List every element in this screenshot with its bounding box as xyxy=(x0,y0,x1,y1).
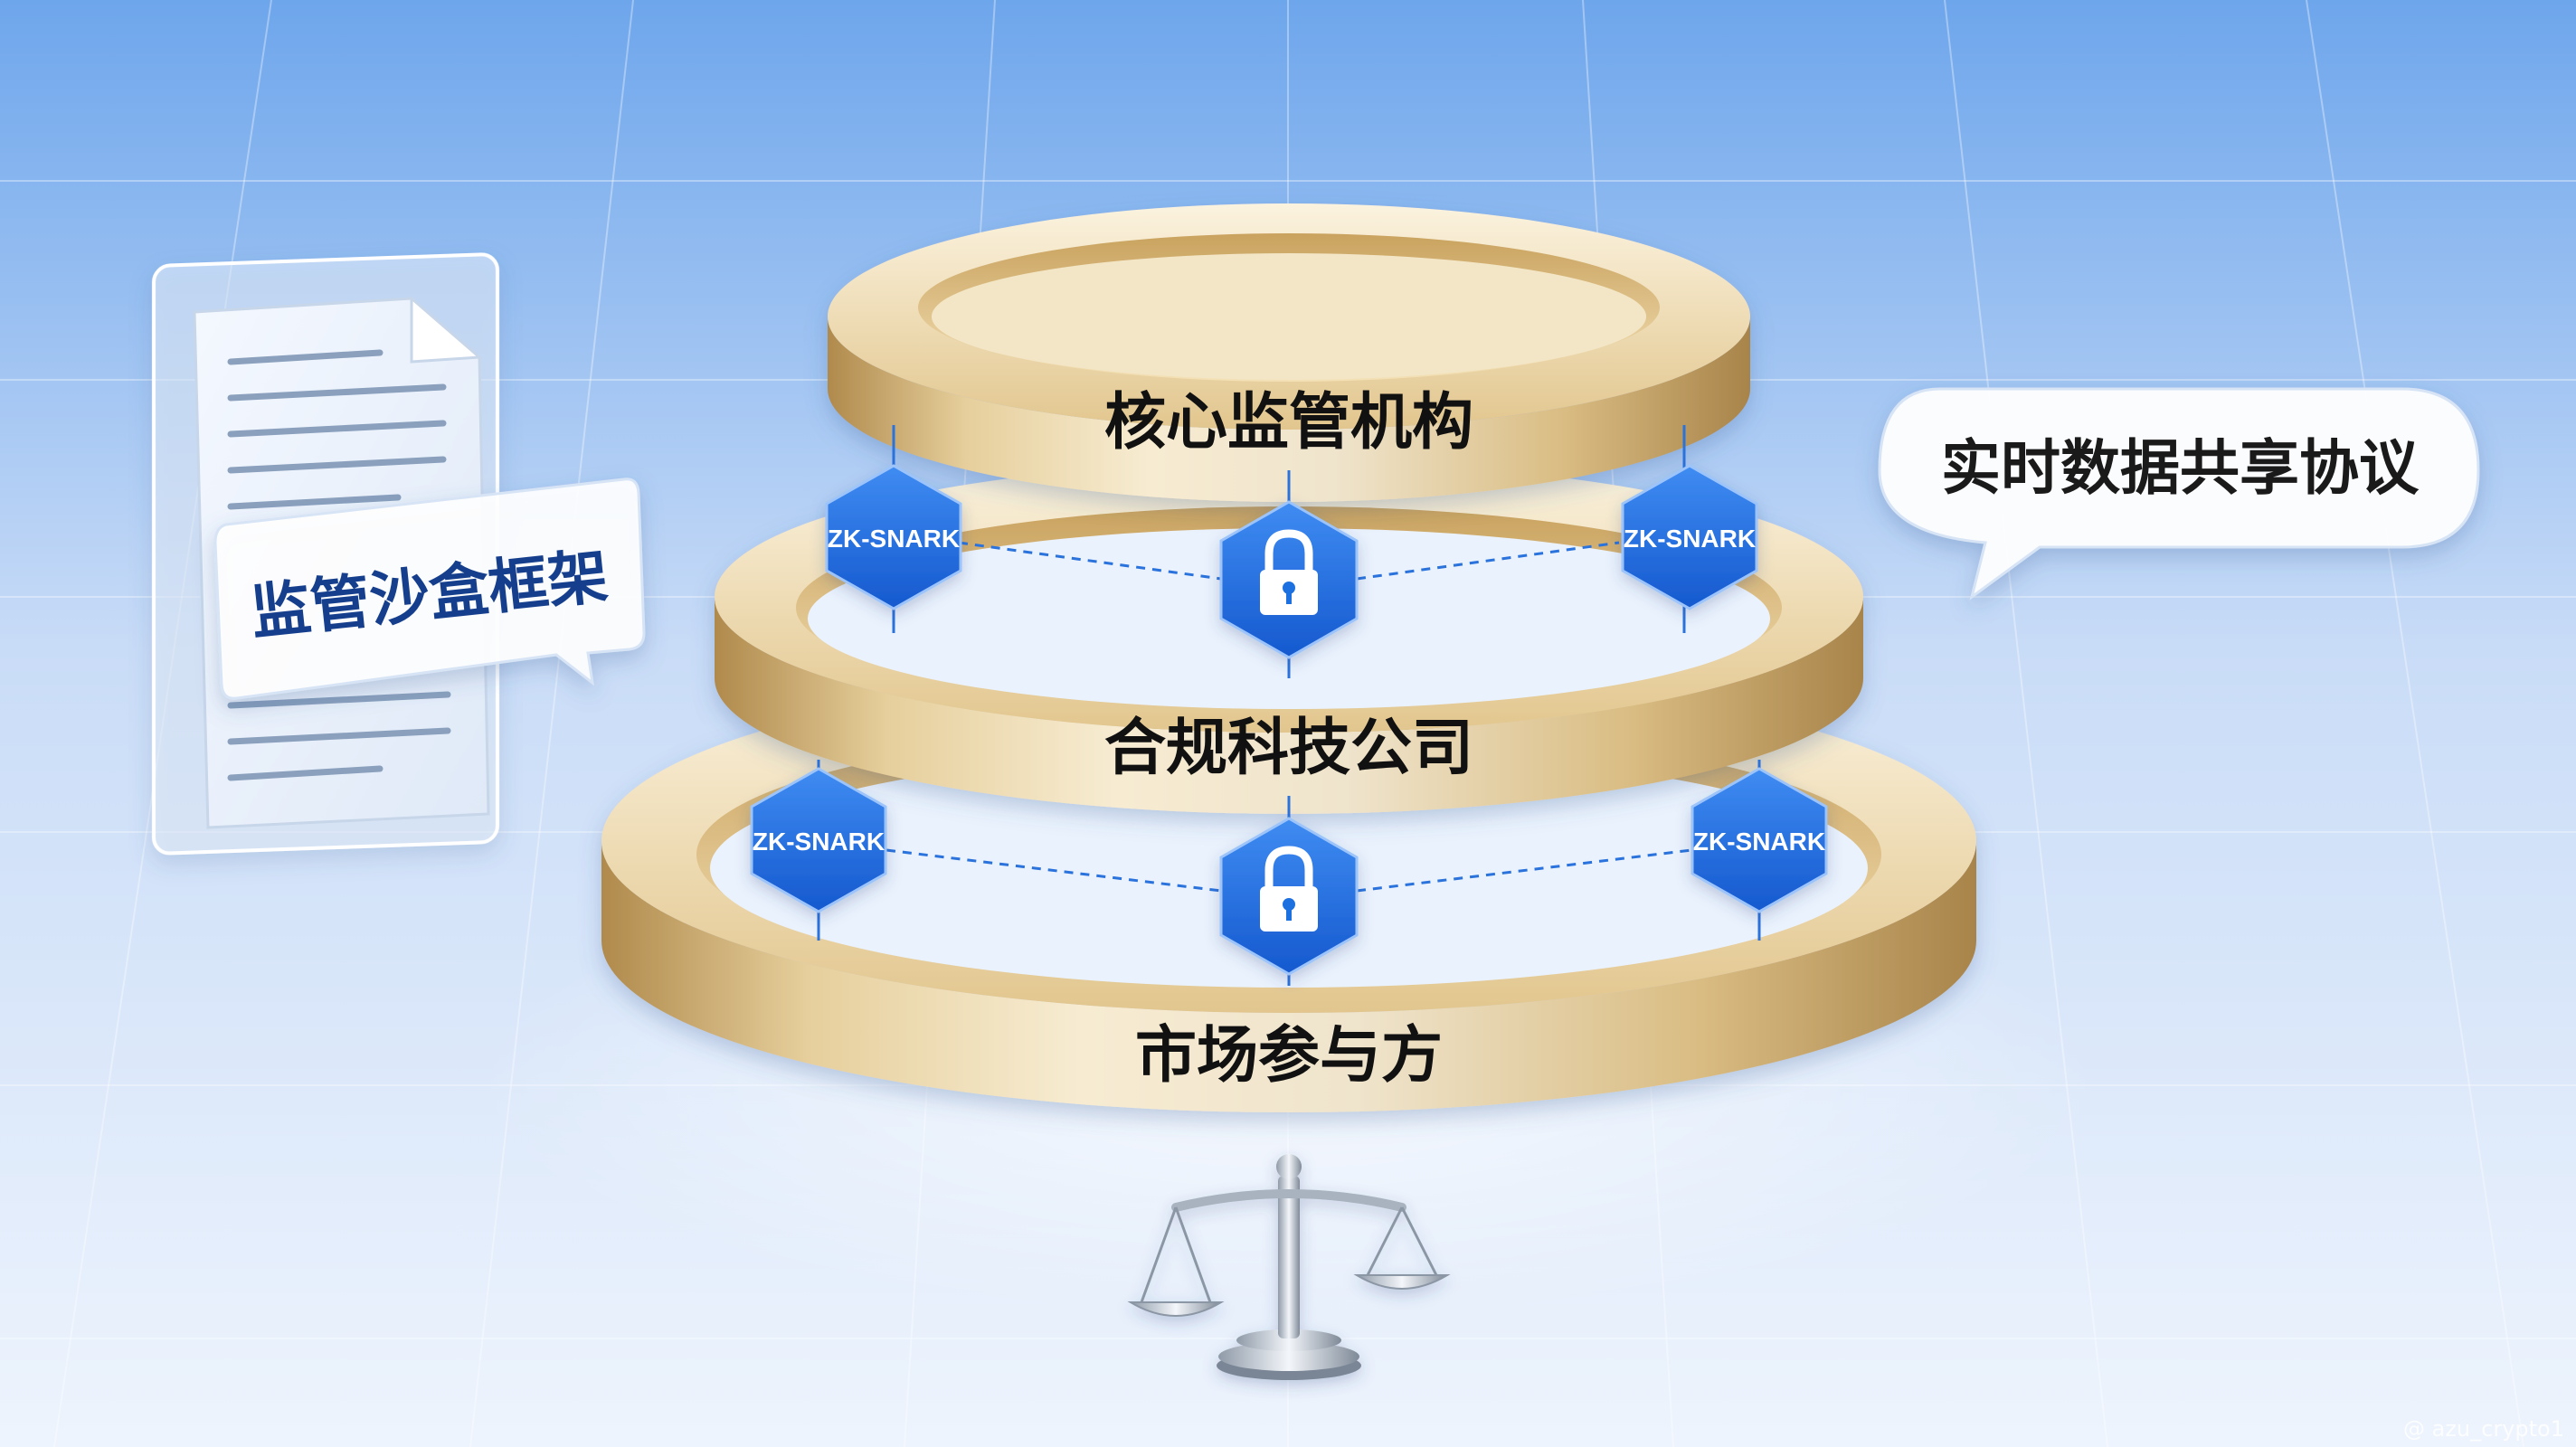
lock-icon xyxy=(1260,846,1318,932)
lock-icon xyxy=(1260,529,1318,615)
zk-badge-bottom-right: ZK-SNARK xyxy=(1690,767,1828,913)
left-callout xyxy=(213,478,646,700)
watermark: @ azu_crypto1 xyxy=(2403,1416,2564,1442)
scales-of-justice-icon xyxy=(1127,1154,1451,1380)
lock-badge-lower xyxy=(1219,817,1359,976)
zk-badge-bottom-left: ZK-SNARK xyxy=(750,767,887,913)
zk-badge-label: ZK-SNARK xyxy=(753,828,885,856)
zk-badge-label: ZK-SNARK xyxy=(1693,828,1825,856)
middle-layer-label: 合规科技公司 xyxy=(1104,713,1473,784)
zk-badge-top-left: ZK-SNARK xyxy=(825,464,962,610)
right-callout-label: 实时数据共享协议 xyxy=(1941,433,2420,503)
top-layer-label: 核心监管机构 xyxy=(1104,387,1473,459)
right-callout xyxy=(1878,387,2480,601)
zk-badge-top-right: ZK-SNARK xyxy=(1621,464,1758,610)
top-ring xyxy=(828,203,1750,502)
bottom-layer-label: 市场参与方 xyxy=(1135,1020,1443,1092)
zk-badge-label: ZK-SNARK xyxy=(1624,525,1756,553)
zk-badge-label: ZK-SNARK xyxy=(828,525,960,553)
lock-badge-upper xyxy=(1219,500,1359,659)
